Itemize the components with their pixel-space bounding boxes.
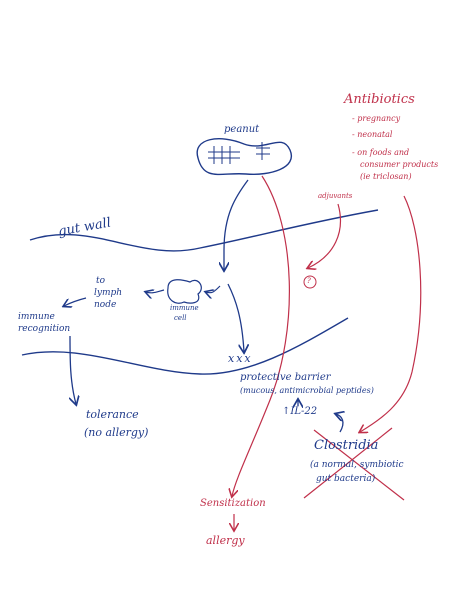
tolerance-label: tolerance	[86, 408, 139, 421]
peanut-shape	[196, 138, 293, 176]
immune-cell-shape	[167, 279, 202, 304]
no-allergy-label: (no allergy)	[84, 426, 149, 439]
recognition-to-tolerance-arrow	[70, 335, 76, 404]
antibiotic-item-neonatal: - neonatal	[352, 130, 393, 139]
antibiotic-item-foods: - on foods and	[352, 148, 410, 157]
protective-barrier-label: protective barrier	[240, 372, 331, 383]
peanut-label: peanut	[224, 124, 260, 135]
antibiotic-item-consumer: consumer products	[360, 160, 439, 169]
cell-to-lymph-arrow	[146, 290, 165, 293]
lymph-label: lymph	[94, 288, 123, 298]
xxx-marks: xxx	[228, 352, 253, 365]
gut-wall-lower-line	[21, 317, 349, 375]
barrier-detail-label: (mucous, antimicrobial peptides)	[240, 386, 374, 395]
antibiotics-to-clostridia-line	[360, 195, 422, 432]
peanut-to-gut-arrow	[224, 179, 249, 270]
to-immune-cell-arrow	[206, 285, 221, 293]
node-label: node	[94, 300, 117, 310]
immune-recognition-line1: immune	[18, 312, 55, 322]
peanut-markings	[208, 142, 270, 164]
antibiotic-item-triclosan: (ie triclosan)	[360, 172, 412, 181]
clostridia-detail-line1: (a normal, symbiotic	[310, 460, 404, 470]
to-label: to	[96, 276, 106, 286]
peanut-to-sensitization-line	[232, 175, 290, 496]
clostridia-to-il22-arrow	[336, 414, 343, 433]
immune-recognition-line2: recognition	[18, 324, 71, 334]
il22-label: ↑IL-22	[282, 406, 318, 417]
question-mark: ?	[307, 277, 311, 285]
clostridia-label: Clostridia	[314, 438, 379, 453]
clostridia-cross-out	[303, 427, 405, 501]
antibiotic-item-pregnancy: - pregnancy	[352, 114, 401, 123]
clostridia-detail-line2: gut bacteria)	[316, 474, 376, 484]
immune-cell-label-line2: cell	[174, 314, 187, 322]
immune-cell-label-line1: immune	[170, 304, 199, 312]
gut-to-xxx-arrow	[227, 283, 244, 352]
antibiotics-label: Antibiotics	[344, 92, 415, 107]
sensitization-label: Sensitization	[200, 498, 266, 509]
allergy-label: allergy	[206, 534, 245, 547]
question-circle	[303, 275, 317, 289]
adjuvants-arrow	[308, 203, 342, 268]
gut-wall-upper-line	[29, 209, 379, 252]
lymph-to-recognition-arrow	[64, 297, 87, 306]
adjuvants-label: adjuvants	[318, 192, 353, 200]
